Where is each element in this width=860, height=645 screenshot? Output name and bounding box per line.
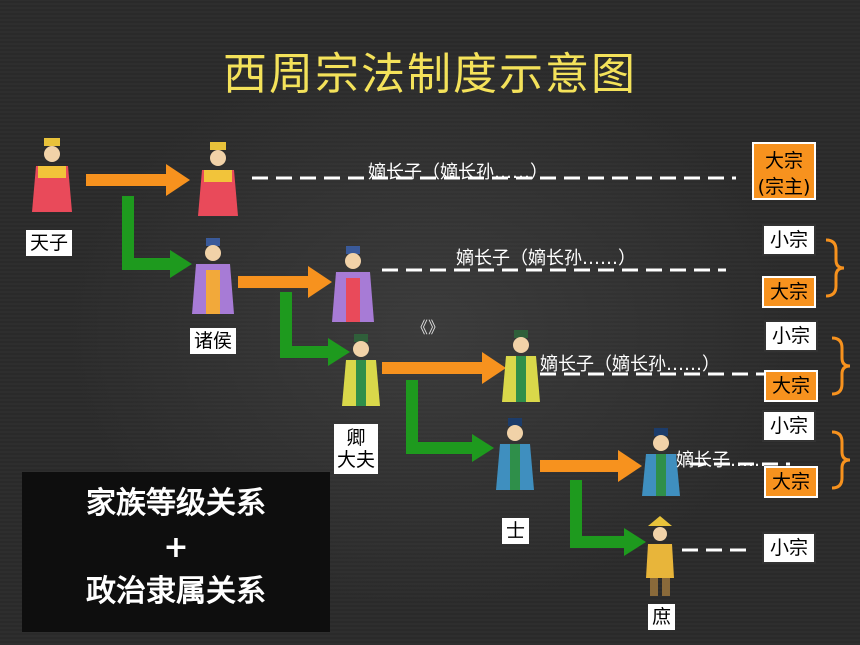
xiao-zong-box-1: 小宗 (762, 224, 816, 256)
da-zong-box-3: 大宗 (764, 466, 818, 498)
rank-qingdafu-label: 卿 大夫 (334, 424, 378, 474)
brace-1 (825, 238, 845, 298)
heir-text-4: 嫡长子…… (676, 450, 766, 471)
brace-3 (831, 430, 851, 490)
da-zong-main-box: 大宗 (宗主) (752, 142, 816, 200)
heir-text-1: 嫡长子（嫡长孙……） (368, 162, 548, 183)
figure-tianzi (32, 138, 72, 212)
green-arrow-2 (280, 292, 350, 366)
heir-text-2: 嫡长子（嫡长孙……） (456, 248, 636, 269)
xiao-zong-box-3: 小宗 (762, 410, 816, 442)
figure-zhuhou-heir (332, 246, 374, 322)
da-zong-box-1: 大宗 (762, 276, 816, 308)
xiao-zong-box-4: 小宗 (762, 532, 816, 564)
xiao-zong-box-2: 小宗 (764, 320, 818, 352)
orange-arrow-2 (238, 266, 332, 298)
diagram-title: 西周宗法制度示意图 (223, 49, 637, 100)
rank-zhuhou-label: 诸侯 (190, 328, 237, 354)
da-zong-box-2: 大宗 (764, 370, 818, 402)
summary-line-2: + (163, 530, 189, 565)
orange-arrow-1 (86, 164, 190, 196)
heir-text-3: 嫡长子（嫡长孙……） (540, 354, 720, 375)
summary-box: 家族等级关系 + 政治隶属关系 (22, 472, 330, 632)
figure-zhuhou (192, 238, 234, 314)
stray-mark: 《》 (412, 318, 445, 337)
rank-tianzi-label: 天子 (26, 230, 73, 256)
orange-arrow-3 (382, 352, 506, 384)
figure-shu (646, 516, 674, 596)
green-arrow-3 (406, 380, 494, 462)
figure-shi-heir (642, 428, 680, 496)
figure-tianzi-heir (198, 142, 238, 216)
rank-shu-label: 庶 (648, 604, 676, 630)
summary-line-3: 政治隶属关系 (86, 574, 266, 609)
figure-shi (496, 418, 534, 490)
rank-shi-label: 士 (502, 518, 530, 544)
orange-arrow-4 (540, 450, 642, 482)
brace-2 (831, 336, 851, 396)
figure-qingdafu-heir (502, 330, 540, 402)
summary-line-1: 家族等级关系 (86, 486, 266, 521)
green-arrow-4 (570, 480, 646, 556)
green-arrow-1 (122, 196, 192, 278)
figure-qingdafu (342, 334, 380, 406)
